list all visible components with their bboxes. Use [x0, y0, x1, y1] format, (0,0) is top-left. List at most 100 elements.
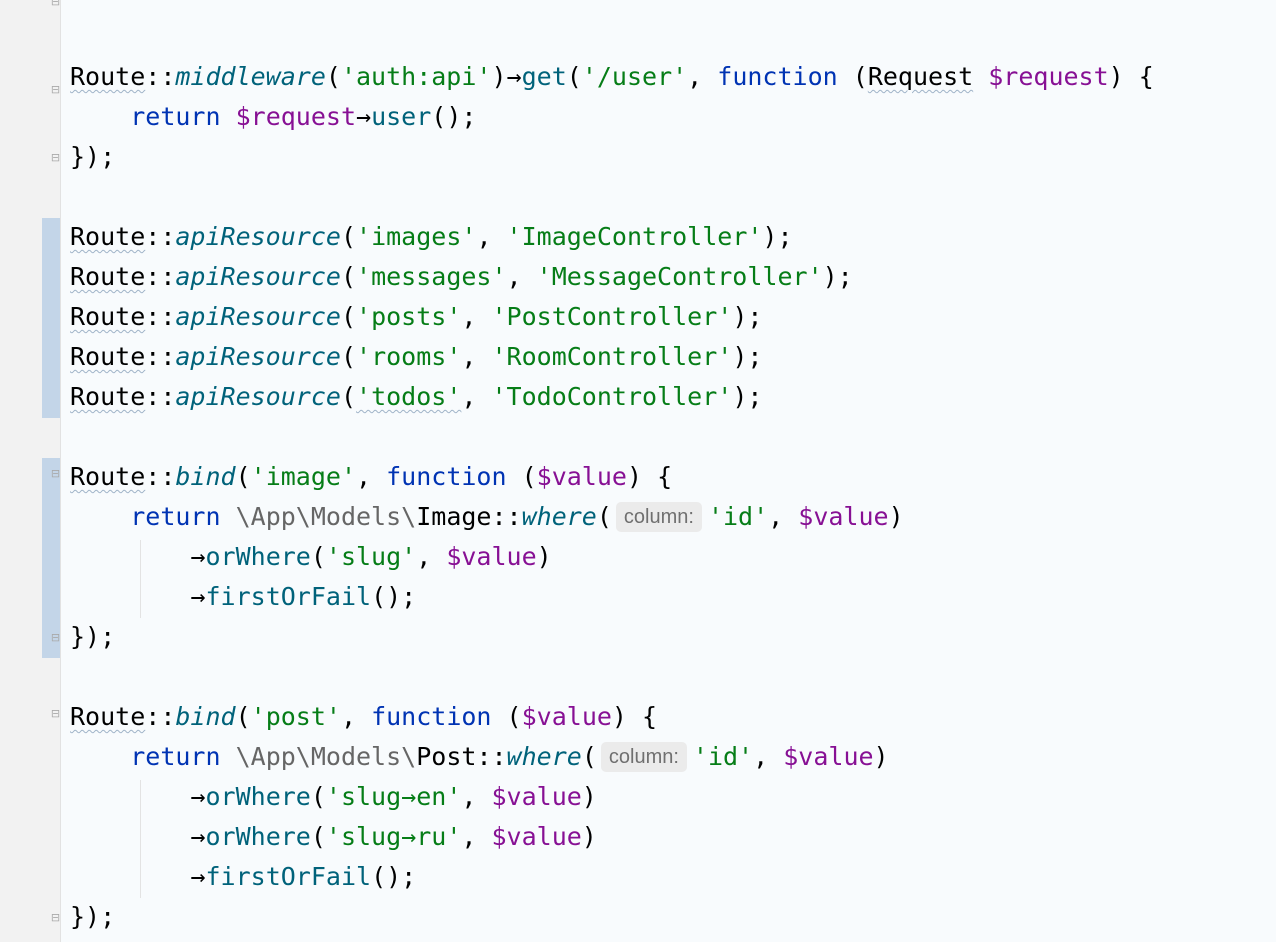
vcs-change-marker[interactable]: [42, 218, 60, 418]
code-line[interactable]: Route::bind('image', function ($value) {: [70, 462, 673, 491]
fold-icon[interactable]: ⊟: [50, 151, 61, 164]
fold-icon[interactable]: ⊟: [50, 83, 61, 96]
string-literal: 'RoomController': [491, 342, 733, 371]
indent-guide: [140, 780, 141, 898]
operator: ::: [145, 462, 176, 491]
method-token: apiResource: [175, 262, 341, 291]
string-literal: 'id': [707, 502, 769, 531]
keyword: return: [130, 742, 221, 771]
code-line[interactable]: →firstOrFail();: [190, 862, 417, 891]
string-literal: 'ImageController': [506, 222, 763, 251]
keyword: function: [371, 702, 492, 731]
class-token: Route: [70, 702, 146, 731]
code-line[interactable]: →orWhere('slug→en', $value): [190, 782, 597, 811]
indent-guide: [140, 540, 141, 618]
fold-icon[interactable]: ⊟: [50, 0, 61, 8]
method-token: bind: [175, 462, 236, 491]
method-token: firstOrFail: [205, 582, 372, 611]
operator: ::: [476, 742, 507, 771]
operator: →: [190, 542, 206, 571]
string-literal: 'auth:api': [340, 62, 492, 91]
keyword: function: [717, 62, 838, 91]
operator: ::: [145, 222, 176, 251]
fold-icon[interactable]: ⊟: [50, 467, 61, 480]
code-line[interactable]: return \App\Models\Image::where(column:'…: [130, 502, 904, 532]
method-token: get: [521, 62, 567, 91]
operator: →: [190, 822, 206, 851]
string-literal: 'PostController': [491, 302, 733, 331]
class-token: Route: [70, 302, 146, 331]
class-token: Route: [70, 62, 146, 91]
method-token: apiResource: [175, 222, 341, 251]
string-literal: 'TodoController': [491, 382, 733, 411]
method-token: orWhere: [205, 542, 311, 571]
code-line[interactable]: Route::apiResource('messages', 'MessageC…: [70, 262, 853, 291]
operator: ::: [145, 262, 176, 291]
code-line[interactable]: Route::apiResource('todos', 'TodoControl…: [70, 382, 763, 411]
code-line[interactable]: });: [70, 902, 116, 931]
code-line[interactable]: });: [70, 622, 116, 651]
string-literal: 'images': [356, 222, 477, 251]
class-token: Post: [416, 742, 477, 771]
vcs-change-marker[interactable]: [42, 458, 60, 658]
fold-icon[interactable]: ⊟: [50, 911, 61, 924]
class-token: Route: [70, 462, 146, 491]
code-line[interactable]: return $request→user();: [130, 102, 477, 131]
code-line[interactable]: →orWhere('slug', $value): [190, 542, 552, 571]
string-literal: 'slug': [325, 542, 417, 571]
code-line[interactable]: Route::apiResource('rooms', 'RoomControl…: [70, 342, 763, 371]
operator: ::: [145, 382, 176, 411]
string-literal: 'rooms': [356, 342, 462, 371]
keyword: return: [130, 102, 221, 131]
variable: $value: [521, 702, 612, 731]
method-token: orWhere: [205, 782, 311, 811]
code-line[interactable]: →firstOrFail();: [190, 582, 417, 611]
variable: $value: [798, 502, 889, 531]
code-line[interactable]: Route::bind('post', function ($value) {: [70, 702, 658, 731]
operator: →: [356, 102, 372, 131]
variable: $value: [491, 782, 582, 811]
class-token: Route: [70, 262, 146, 291]
class-token: Request: [867, 62, 974, 91]
method-token: apiResource: [175, 302, 341, 331]
class-token: Route: [70, 382, 146, 411]
code-line[interactable]: Route::apiResource('images', 'ImageContr…: [70, 222, 793, 251]
namespace: \App\Models\: [235, 502, 417, 531]
method-token: where: [506, 742, 582, 771]
parameter-hint: column:: [615, 502, 702, 532]
class-token: Route: [70, 342, 146, 371]
string-literal: '/user': [581, 62, 688, 91]
variable: $value: [446, 542, 537, 571]
keyword: function: [386, 462, 507, 491]
operator: ::: [491, 502, 522, 531]
variable: $value: [536, 462, 627, 491]
class-token: Image: [416, 502, 492, 531]
method-token: where: [521, 502, 597, 531]
code-line[interactable]: Route::apiResource('posts', 'PostControl…: [70, 302, 763, 331]
operator: ::: [145, 302, 176, 331]
string-literal: 'messages': [356, 262, 507, 291]
method-token: middleware: [175, 62, 326, 91]
operator: ::: [145, 62, 176, 91]
string-literal: 'image': [250, 462, 357, 491]
code-line[interactable]: });: [70, 142, 116, 171]
operator: →: [190, 782, 206, 811]
variable: $value: [783, 742, 874, 771]
code-line[interactable]: return \App\Models\Post::where(column:'i…: [130, 742, 889, 772]
method-token: firstOrFail: [205, 862, 372, 891]
string-literal: 'slug→en': [325, 782, 462, 811]
string-literal: 'id': [692, 742, 754, 771]
code-line[interactable]: Route::middleware('auth:api')→get('/user…: [70, 62, 1154, 91]
string-literal: 'post': [250, 702, 341, 731]
method-token: apiResource: [175, 342, 341, 371]
operator: ::: [145, 702, 176, 731]
class-token: Route: [70, 222, 146, 251]
string-literal: 'MessageController': [536, 262, 823, 291]
fold-icon[interactable]: ⊟: [50, 631, 61, 644]
operator: →: [506, 62, 522, 91]
method-token: apiResource: [175, 382, 341, 411]
fold-icon[interactable]: ⊟: [50, 707, 61, 720]
namespace: \App\Models\: [235, 742, 417, 771]
variable: $request: [988, 62, 1109, 91]
code-line[interactable]: →orWhere('slug→ru', $value): [190, 822, 597, 851]
